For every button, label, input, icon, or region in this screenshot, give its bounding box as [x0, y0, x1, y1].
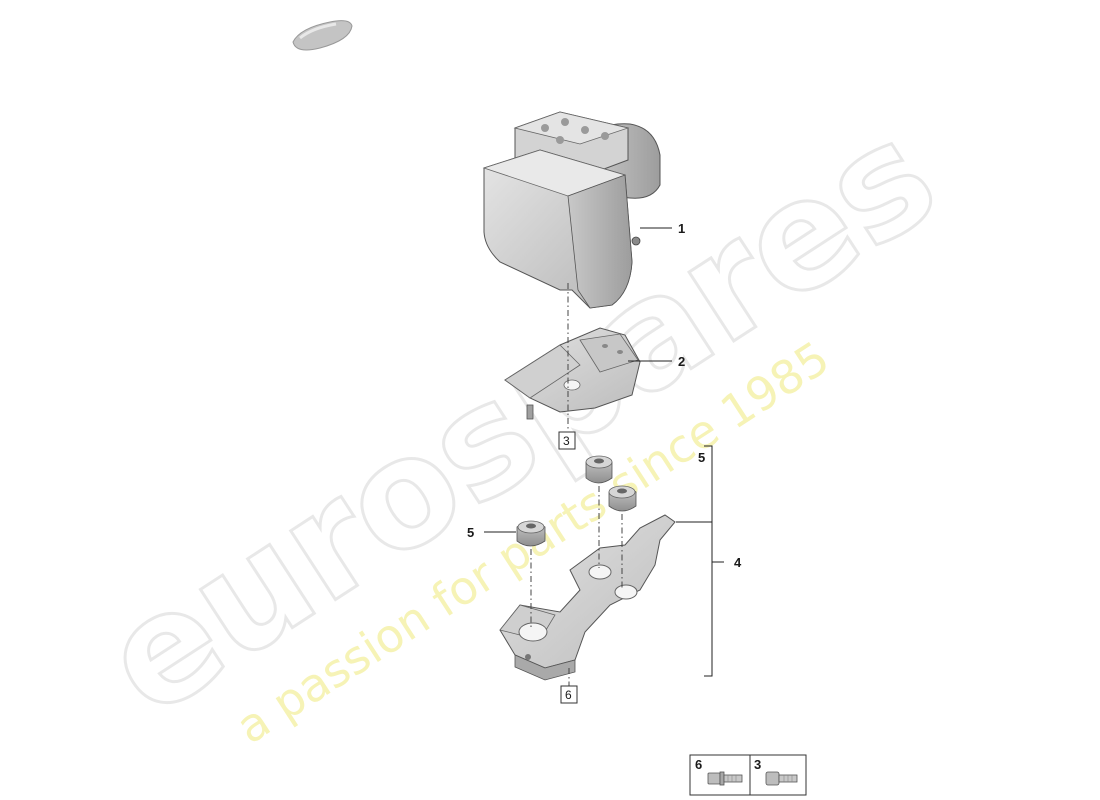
callout-5-group: 5 — [698, 450, 705, 465]
legend-item-6-number: 6 — [695, 757, 702, 772]
callout-2: 2 — [678, 354, 685, 369]
fastener-legend: 6 3 — [689, 754, 807, 796]
ref-box-3[interactable]: 3 — [558, 431, 576, 450]
callout-5-single: 5 — [467, 525, 474, 540]
ref-box-6[interactable]: 6 — [560, 685, 578, 704]
rubber-mount-part-b[interactable] — [608, 485, 637, 512]
lower-bracket-part[interactable] — [499, 514, 676, 681]
rubber-mount-part-c[interactable] — [516, 520, 546, 547]
ref-box-3-label: 3 — [563, 434, 570, 448]
leader-lines — [484, 227, 724, 677]
abs-control-unit-part[interactable] — [482, 111, 661, 309]
hex-bolt-icon — [765, 771, 798, 786]
flange-bolt-icon — [707, 771, 743, 786]
callout-4: 4 — [734, 555, 742, 570]
ref-box-6-label: 6 — [565, 688, 572, 702]
assembly-axes — [530, 283, 623, 686]
upper-bracket-part[interactable] — [504, 327, 641, 420]
legend-item-3[interactable]: 3 — [754, 757, 798, 786]
rubber-mount-part-a[interactable] — [585, 455, 613, 484]
legend-item-6[interactable]: 6 — [695, 757, 743, 786]
legend-item-3-number: 3 — [754, 757, 761, 772]
rubber-pad-part — [292, 20, 353, 51]
callout-1: 1 — [678, 221, 685, 236]
